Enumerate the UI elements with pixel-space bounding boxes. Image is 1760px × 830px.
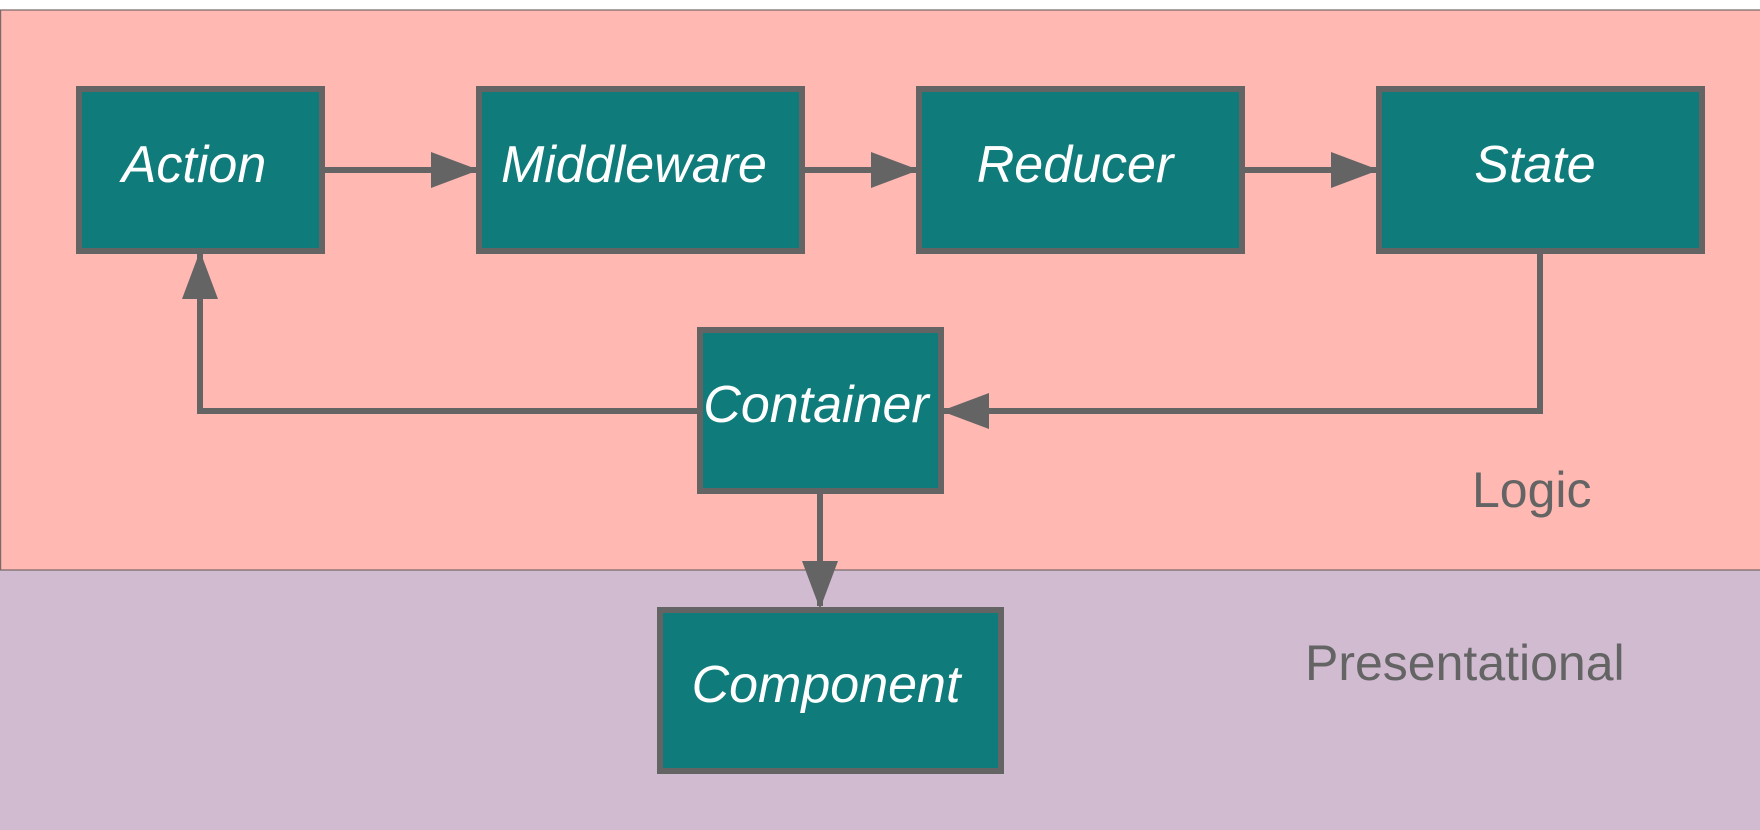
node-action: Action (76, 86, 325, 254)
node-middleware-label: Middleware (501, 136, 767, 194)
node-reducer-label: Reducer (977, 136, 1176, 194)
node-component-label: Component (692, 656, 963, 714)
node-middleware: Middleware (476, 86, 805, 254)
node-component: Component (657, 607, 1004, 774)
edge-container-to-action (182, 251, 698, 414)
node-container-label: Container (703, 376, 931, 434)
presentational-zone-label: Presentational (1305, 635, 1625, 691)
node-state: State (1376, 86, 1705, 254)
logic-zone-label: Logic (1472, 462, 1592, 518)
edge-state-to-container (941, 252, 1543, 429)
node-action-label: Action (119, 136, 267, 194)
node-container: Container (697, 327, 944, 494)
node-state-label: State (1474, 136, 1595, 194)
node-reducer: Reducer (916, 86, 1245, 254)
